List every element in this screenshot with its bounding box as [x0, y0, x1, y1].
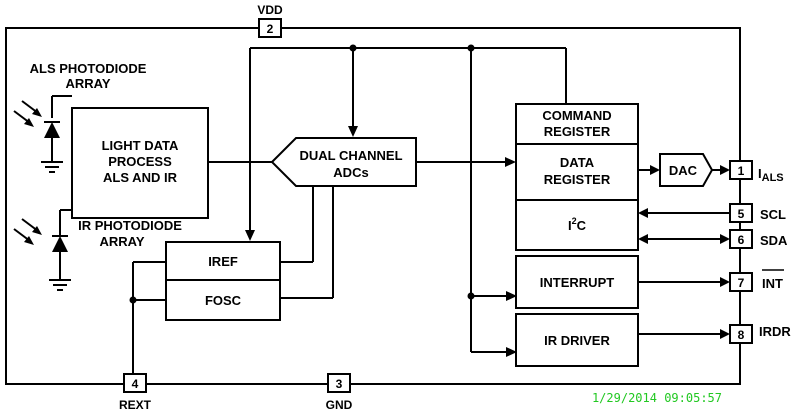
pin-int-number: 7	[738, 276, 745, 290]
timestamp: 1/29/2014 09:05:57	[592, 391, 722, 405]
data-register-block: DATA REGISTER	[515, 143, 639, 201]
pin-scl-number: 5	[738, 207, 745, 221]
light-data-line-3: ALS AND IR	[103, 170, 178, 185]
pin-irdr-label: IRDR	[759, 324, 791, 339]
interrupt-block: INTERRUPT	[515, 255, 639, 309]
pin-int-label: INT	[762, 276, 783, 291]
pin-scl-label: SCL	[760, 207, 786, 222]
ir-photodiode: IR PHOTODIODE ARRAY	[13, 209, 182, 291]
fosc-block: FOSC	[165, 279, 281, 321]
pin-vdd-number: 2	[267, 22, 274, 36]
pin-int: 7 INT	[729, 269, 784, 292]
fosc-label: FOSC	[205, 293, 242, 308]
i2c-label: I2C	[568, 216, 587, 233]
pin-ials-label-main: I	[758, 166, 762, 181]
command-register-line-2: REGISTER	[544, 124, 611, 139]
interrupt-label: INTERRUPT	[540, 275, 614, 290]
pin-rext: 4 REXT	[119, 373, 152, 412]
pin-rext-number: 4	[132, 377, 139, 391]
pin-gnd-label: GND	[326, 398, 353, 412]
dac-block: DAC	[659, 153, 714, 187]
pin-irdr-number: 8	[738, 328, 745, 342]
ir-driver-block: IR DRIVER	[515, 313, 639, 367]
iref-block: IREF	[165, 241, 281, 281]
pin-sda-label: SDA	[760, 233, 788, 248]
ir-photodiode-label-1: IR PHOTODIODE	[78, 218, 182, 233]
pin-irdr: 8 IRDR	[729, 324, 791, 344]
light-data-process-block: LIGHT DATA PROCESS ALS AND IR	[71, 107, 209, 219]
command-register-line-1: COMMAND	[542, 108, 611, 123]
pin-gnd-number: 3	[336, 377, 343, 391]
rext-wire	[129, 261, 166, 374]
light-data-line-1: LIGHT DATA	[102, 138, 179, 153]
ir-driver-label: IR DRIVER	[544, 333, 610, 348]
data-register-line-1: DATA	[560, 155, 595, 170]
pin-vdd: VDD 2	[257, 3, 283, 38]
als-photodiode-label-1: ALS PHOTODIODE	[30, 61, 147, 76]
als-photodiode: ALS PHOTODIODE ARRAY	[13, 61, 147, 173]
iref-label: IREF	[208, 254, 238, 269]
adc-line-2: ADCs	[333, 165, 368, 180]
als-photodiode-label-2: ARRAY	[65, 76, 110, 91]
pin-vdd-label: VDD	[257, 3, 283, 17]
i2c-label-rest: C	[577, 218, 587, 233]
pin-ials: 1 IALS	[729, 160, 784, 184]
adc-line-1: DUAL CHANNEL	[299, 148, 402, 163]
command-register-block: COMMAND REGISTER	[515, 103, 639, 145]
pin-ials-label: IALS	[758, 166, 784, 184]
pin-gnd: 3 GND	[326, 373, 353, 412]
pin-scl: 5 SCL	[729, 203, 786, 223]
vdd-bus	[245, 44, 567, 357]
pin-sda: 6 SDA	[729, 229, 788, 249]
adc-block: DUAL CHANNEL ADCs	[270, 137, 417, 187]
i2c-block: I2C	[515, 199, 639, 251]
pin-rext-label: REXT	[119, 398, 152, 412]
data-register-line-2: REGISTER	[544, 172, 611, 187]
pin-sda-number: 6	[738, 233, 745, 247]
dac-label: DAC	[669, 163, 698, 178]
pin-ials-label-sub: ALS	[762, 172, 784, 184]
i2c-label-sup: 2	[572, 216, 577, 226]
ir-photodiode-label-2: ARRAY	[99, 234, 144, 249]
i2c-label-main: I	[568, 218, 572, 233]
light-data-line-2: PROCESS	[108, 154, 172, 169]
pin-ials-number: 1	[738, 164, 745, 178]
